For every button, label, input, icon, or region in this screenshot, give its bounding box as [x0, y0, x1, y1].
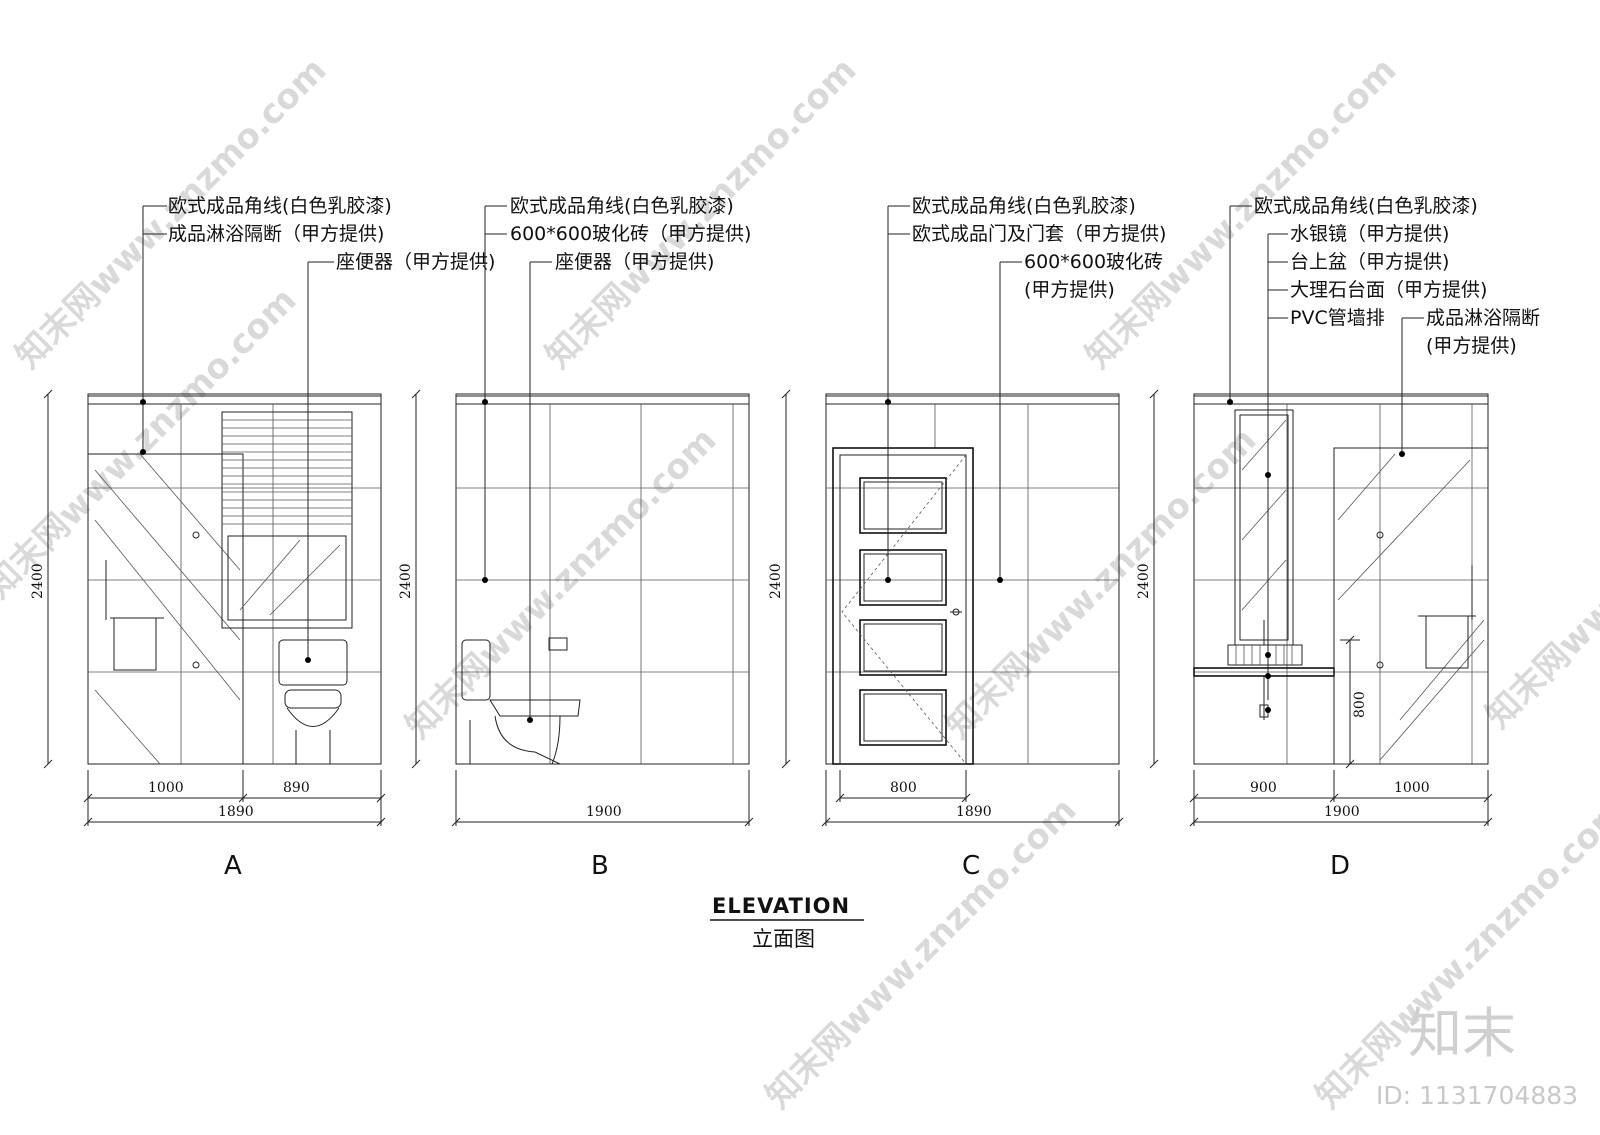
annotation-d-7: (甲方提供): [1426, 335, 1517, 357]
brand-logo: 知末: [1408, 1002, 1516, 1065]
dim-d-total: 1900: [1324, 804, 1360, 820]
drawing-title: ELEVATION 立面图: [710, 894, 864, 951]
annotation-c-3: 600*600玻化砖: [1024, 251, 1163, 273]
annotation-c-2: 欧式成品门及门套（甲方提供): [912, 223, 1166, 245]
annotation-d-1: 欧式成品角线(白色乳胶漆): [1254, 195, 1478, 217]
id-text: ID: 1131704883: [1376, 1081, 1578, 1110]
dim-c-1: 800: [890, 780, 917, 796]
panel-label-c: C: [962, 851, 980, 881]
annotation-b-2: 600*600玻化砖（甲方提供): [510, 223, 751, 245]
panel-label-d: D: [1330, 851, 1350, 881]
annotation-b-1: 欧式成品角线(白色乳胶漆): [510, 195, 734, 217]
annotation-a-2: 成品淋浴隔断（甲方提供): [168, 223, 384, 245]
dim-a-1: 1000: [148, 780, 184, 796]
height-dim-a: 2400: [30, 563, 46, 599]
height-dim-d: 2400: [1136, 563, 1152, 599]
side-dim-d: 800: [1352, 691, 1368, 718]
annotation-d-3: 台上盆（甲方提供): [1290, 251, 1449, 273]
watermark-text: 知末网www.znzmo.com: [1308, 790, 1600, 1116]
annotation-d-5: PVC管墙排: [1290, 307, 1385, 329]
annotation-d-2: 水银镜（甲方提供): [1290, 223, 1449, 245]
subtitle-text: 立面图: [752, 927, 815, 951]
annotation-c-4: (甲方提供): [1024, 279, 1115, 301]
panel-label-a: A: [224, 851, 242, 881]
title-text: ELEVATION: [712, 894, 850, 918]
dim-a-total: 1890: [218, 804, 254, 820]
height-dim-c: 2400: [768, 563, 784, 599]
elevation-panel-a: 欧式成品角线(白色乳胶漆) 成品淋浴隔断（甲方提供) 座便器（甲方提供) 240…: [30, 195, 495, 881]
elevation-panel-c: 欧式成品角线(白色乳胶漆) 欧式成品门及门套（甲方提供) 600*600玻化砖 …: [768, 195, 1166, 881]
watermark-text: 知末网www.znzmo.com: [1478, 410, 1600, 736]
watermark-text: 知末网www.znzmo.com: [938, 420, 1264, 746]
dim-d-1: 900: [1250, 780, 1277, 796]
annotation-c-1: 欧式成品角线(白色乳胶漆): [912, 195, 1136, 217]
elevation-panel-d: 欧式成品角线(白色乳胶漆) 水银镜（甲方提供) 台上盆（甲方提供) 大理石台面（…: [1136, 195, 1540, 881]
dim-d-2: 1000: [1394, 780, 1430, 796]
dim-c-total: 1890: [956, 804, 992, 820]
annotation-a-1: 欧式成品角线(白色乳胶漆): [168, 195, 392, 217]
dim-a-2: 890: [283, 780, 310, 796]
elevation-panel-b: 欧式成品角线(白色乳胶漆) 600*600玻化砖（甲方提供) 座便器（甲方提供)…: [398, 195, 754, 881]
panel-label-b: B: [591, 851, 609, 881]
watermark-text: 知末网www.znzmo.com: [398, 420, 724, 746]
annotation-d-4: 大理石台面（甲方提供): [1290, 279, 1487, 301]
watermark-text: 知末网www.znzmo.com: [758, 790, 1084, 1116]
annotation-d-6: 成品淋浴隔断: [1426, 307, 1540, 329]
annotation-a-3: 座便器（甲方提供): [336, 251, 495, 273]
annotation-b-3: 座便器（甲方提供): [555, 251, 714, 273]
dim-b-total: 1900: [586, 804, 622, 820]
height-dim-b: 2400: [398, 563, 414, 599]
